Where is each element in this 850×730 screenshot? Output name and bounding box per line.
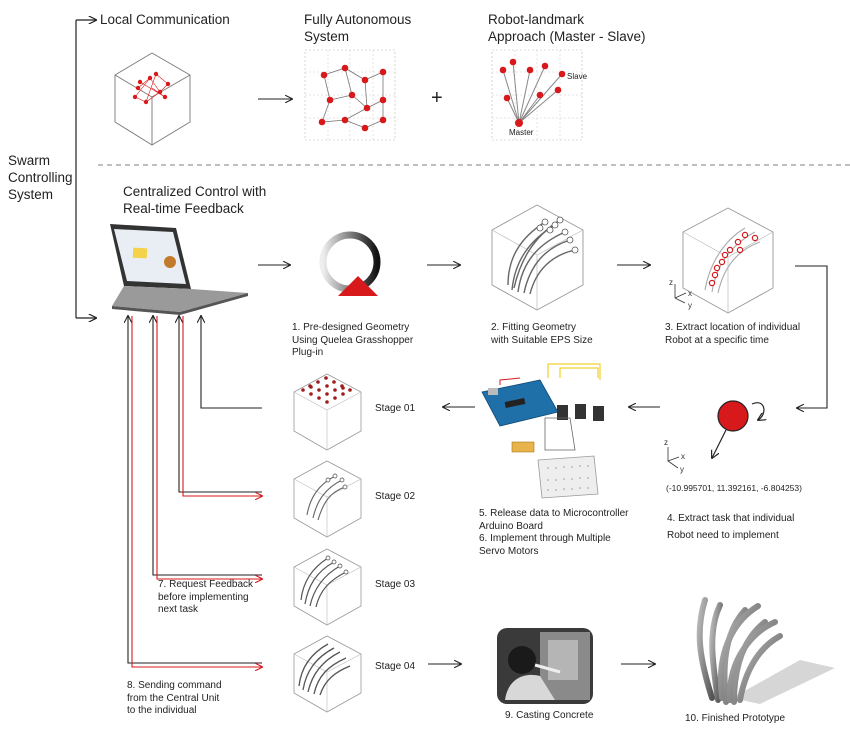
autonomous-network <box>304 49 396 141</box>
step-1-label: 1. Pre-designed Geometry Using Quelea Gr… <box>292 322 413 360</box>
step-8-label: 8. Sending command from the Central Unit… <box>127 680 222 718</box>
step-5-6-line: 5. Release data to Microcontroller <box>479 508 629 519</box>
root-label-line: System <box>8 187 54 202</box>
finished-prototype-render <box>696 597 835 705</box>
robot-coordinates: (-10.995701, 11.392161, -6.804253) <box>666 483 802 493</box>
plus-sign: + <box>431 87 443 109</box>
step-4-line: Robot need to implement <box>667 530 779 541</box>
step-7-line: next task <box>158 604 199 615</box>
extract-location-cube <box>682 207 774 314</box>
stage-03-label: Stage 03 <box>375 579 416 590</box>
arrow-extract-to-task <box>795 265 828 408</box>
feedback-lines <box>128 316 262 667</box>
step-5-6-line: Servo Motors <box>479 545 539 557</box>
axis-gizmo-top <box>674 284 687 304</box>
step-1-line: 1. Pre-designed Geometry <box>292 322 410 333</box>
step-3-label: 3. Extract location of individual Robot … <box>665 322 800 347</box>
laptop-icon <box>110 224 248 315</box>
axis-z-top: z <box>669 278 673 287</box>
step-2-line: 2. Fitting Geometry <box>491 322 577 333</box>
step-2-label: 2. Fitting Geometry with Suitable EPS Si… <box>491 322 593 347</box>
stage-03-cube <box>293 548 362 626</box>
step-1-line: Using Quelea Grasshopper <box>292 334 414 346</box>
step-4-line: 4. Extract task that individual <box>667 513 795 524</box>
step-7-label: 7. Request Feedback before implementing … <box>158 579 253 617</box>
autonomous-title: Fully Autonomous System <box>304 11 411 45</box>
autonomous-title-line: System <box>304 29 350 44</box>
step-9-label: 9. Casting Concrete <box>505 710 594 721</box>
casting-concrete-photo <box>497 628 593 704</box>
step-3-line: Robot at a specific time <box>665 334 769 346</box>
stage-01-cube <box>293 373 362 451</box>
master-label: Master <box>509 128 534 137</box>
step-8-line: to the individual <box>127 705 197 716</box>
local-communication-title: Local Communication <box>100 12 230 27</box>
axis-x-robot: x <box>681 452 685 461</box>
step-8-line: from the Central Unit <box>127 692 220 704</box>
landmark-title-line: Robot-landmark <box>488 12 585 27</box>
root-bracket <box>75 20 96 318</box>
step-10-label: 10. Finished Prototype <box>685 713 786 724</box>
root-label: Swarm Controlling System <box>8 152 73 203</box>
step-1-line: Plug-in <box>292 347 324 358</box>
quelea-ring-icon <box>319 231 381 296</box>
stage-01-label: Stage 01 <box>375 403 416 414</box>
axis-y-robot: y <box>680 465 684 474</box>
landmark-title-line: Approach (Master - Slave) <box>488 29 646 44</box>
centralized-title-line: Centralized Control with <box>123 184 267 199</box>
step-7-line: before implementing <box>158 591 249 603</box>
root-label-line: Controlling <box>8 170 73 185</box>
landmark-title: Robot-landmark Approach (Master - Slave) <box>488 11 646 45</box>
step-5-6-line: 6. Implement through Multiple <box>479 533 611 544</box>
centralized-title: Centralized Control with Real-time Feedb… <box>123 183 266 217</box>
step-5-6-line: Arduino Board <box>479 520 543 532</box>
master-slave-network <box>491 49 583 141</box>
arduino-board-icon <box>481 363 604 499</box>
autonomous-title-line: Fully Autonomous <box>304 12 412 27</box>
stage-02-label: Stage 02 <box>375 491 416 502</box>
step-8-line: 8. Sending command <box>127 680 222 691</box>
step-4-label: 4. Extract task that individual Robot ne… <box>667 510 794 544</box>
robot-task-icon <box>667 400 764 469</box>
stage-04-label: Stage 04 <box>375 661 416 672</box>
fitting-geometry-cube <box>491 204 584 311</box>
centralized-title-line: Real-time Feedback <box>123 201 244 216</box>
step-3-line: 3. Extract location of individual <box>665 322 801 333</box>
step-7-line: 7. Request Feedback <box>158 579 254 590</box>
step-2-line: with Suitable EPS Size <box>491 334 593 346</box>
root-label-line: Swarm <box>8 153 51 168</box>
slave-label: Slave <box>567 72 588 81</box>
local-communication-cube <box>114 52 191 146</box>
axis-x-top: x <box>688 289 692 298</box>
stage-04-cube <box>293 635 362 713</box>
axis-y-top: y <box>688 301 692 310</box>
axis-z-robot: z <box>664 438 668 447</box>
stage-02-cube <box>293 460 362 538</box>
step-5-6-label: 5. Release data to Microcontroller Ardui… <box>479 508 629 558</box>
